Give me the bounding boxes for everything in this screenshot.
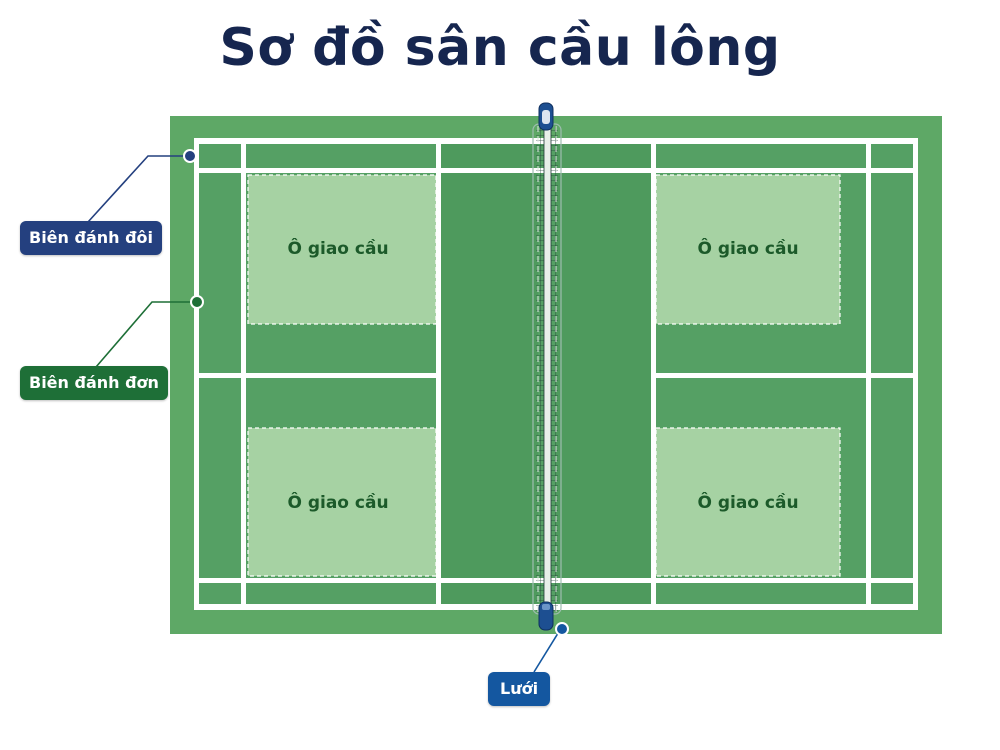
center-line-left	[194, 373, 440, 378]
mid-court-right	[556, 140, 654, 608]
center-line-right	[651, 373, 916, 378]
net-label: Lưới	[488, 672, 551, 706]
diagram-title: Sơ đồ sân cầu lông	[219, 18, 781, 78]
service-box-label-bottom-right: Ô giao cầu	[697, 491, 798, 513]
singles-callout-dot	[190, 295, 204, 309]
service-box-bottom-right	[655, 427, 841, 577]
doubles-callout-line	[87, 155, 190, 223]
service-boxes	[247, 174, 841, 577]
service-box-top-left	[247, 174, 437, 325]
service-box-label-top-right: Ô giao cầu	[697, 237, 798, 259]
doubles-sideline-label: Biên đánh đôi	[20, 221, 163, 255]
doubles-callout-dot	[183, 149, 197, 163]
net-callout-dot	[555, 622, 569, 636]
mid-court-left	[440, 140, 538, 608]
net-zone-top-right	[556, 138, 652, 144]
net-zone-top-left	[441, 138, 537, 144]
singles-sideline-label: Biên đánh đơn	[20, 366, 168, 400]
service-box-label-bottom-left: Ô giao cầu	[287, 491, 388, 513]
service-box-label-top-left: Ô giao cầu	[287, 237, 388, 259]
singles-callout-line	[95, 301, 196, 368]
net	[532, 102, 562, 631]
net-callout-line	[533, 629, 561, 673]
service-box-bottom-left	[247, 427, 437, 577]
service-box-top-right	[655, 174, 841, 325]
net-tape	[543, 119, 552, 613]
